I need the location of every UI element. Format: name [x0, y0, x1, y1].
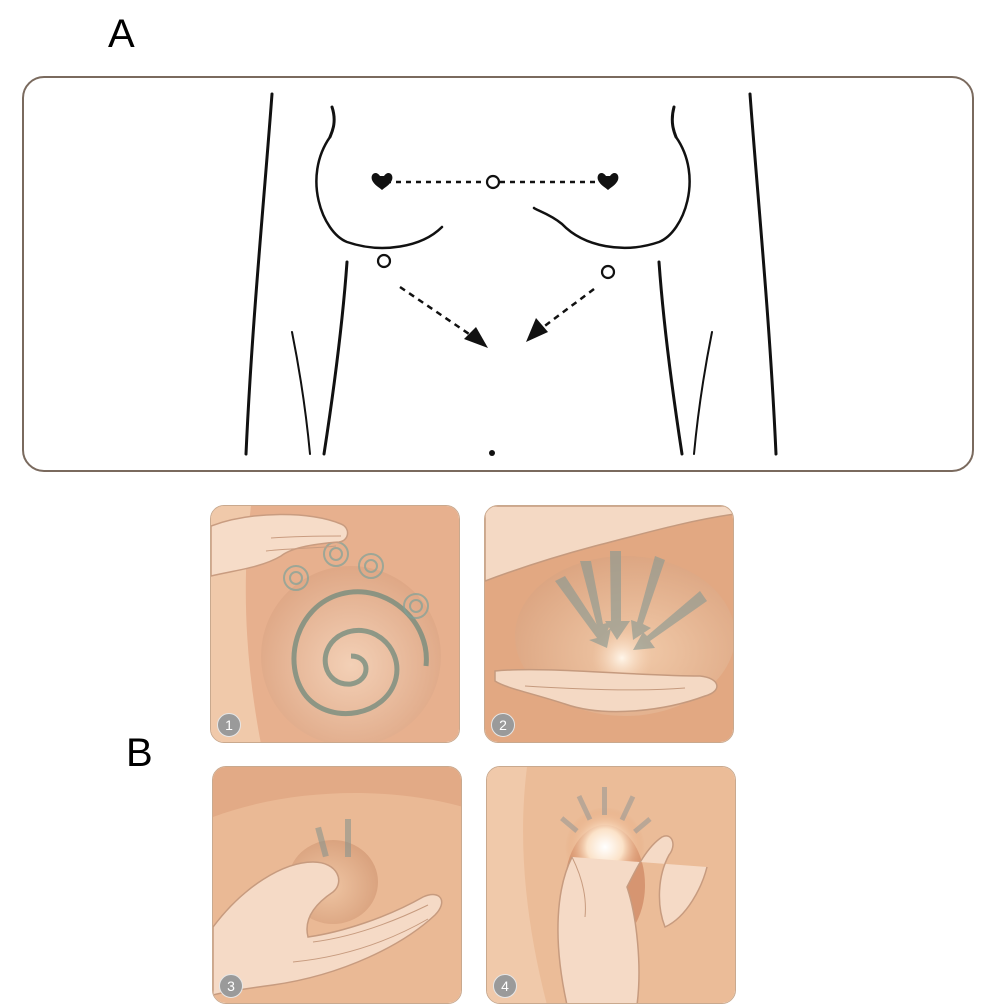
panel-a-body-diagram — [22, 76, 974, 472]
step-3-number-badge: 3 — [219, 974, 243, 998]
left-waist-line — [322, 260, 349, 456]
holding-hand-shape — [213, 861, 443, 996]
step-1-number-badge: 1 — [217, 713, 241, 737]
right-waist-line — [657, 260, 684, 456]
panel-a-label: A — [108, 12, 135, 56]
spiral-arrow-icon — [291, 589, 429, 717]
step-4-illustration — [487, 767, 735, 1003]
right-breast-contour — [532, 135, 691, 249]
right-lower-point-icon — [600, 264, 616, 280]
panel-b-label: B — [126, 731, 153, 775]
navel-dot — [489, 450, 495, 456]
converging-arrows-icon — [555, 551, 707, 650]
left-arm-outline — [244, 92, 274, 456]
radiating-arrows-icon — [560, 787, 652, 834]
step-1-illustration — [211, 506, 459, 742]
left-heart-icon — [371, 173, 393, 190]
right-armpit-line — [670, 105, 678, 139]
step-2-number-badge: 2 — [491, 713, 515, 737]
left-lower-point-icon — [376, 253, 392, 269]
left-armpit-line — [328, 105, 336, 139]
center-point-icon — [485, 174, 501, 190]
left-arrowhead-icon — [464, 327, 488, 348]
left-breast-contour — [315, 135, 444, 250]
small-circles-icon — [283, 541, 429, 619]
step-1-spiral-massage: 1 — [210, 505, 460, 743]
step-3-illustration — [213, 767, 461, 1003]
pressure-arrows-icon — [315, 819, 351, 858]
right-inner-arm-line — [693, 331, 713, 455]
step-4-compress: 4 — [486, 766, 736, 1004]
right-dashed-arrow-line — [541, 288, 595, 329]
right-arm-outline — [748, 92, 778, 456]
step-4-number-badge: 4 — [493, 974, 517, 998]
bottom-hand-shape — [494, 668, 718, 713]
compressing-hand-shape — [557, 835, 708, 1003]
left-inner-arm-line — [291, 331, 311, 455]
top-hand-shape — [485, 506, 733, 582]
right-arrowhead-icon — [526, 318, 548, 342]
right-heart-icon — [597, 173, 619, 190]
step-3-c-hold: 3 — [212, 766, 462, 1004]
left-dashed-arrow-line — [399, 285, 473, 338]
hand-shape — [211, 513, 349, 577]
torso-line-drawing — [244, 92, 778, 456]
step-2-illustration — [485, 506, 733, 742]
step-2-stroke-toward-nipple: 2 — [484, 505, 734, 743]
